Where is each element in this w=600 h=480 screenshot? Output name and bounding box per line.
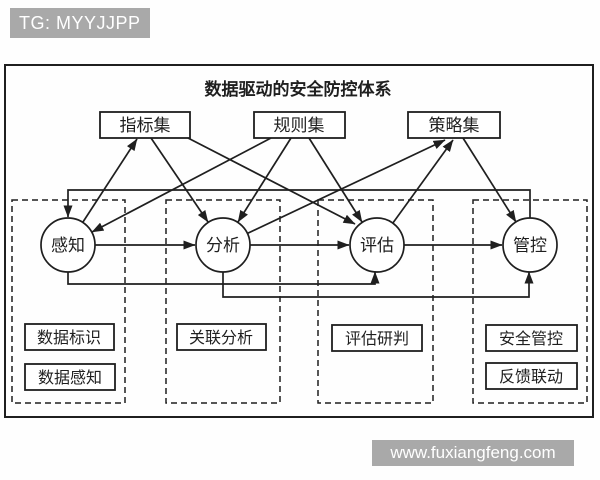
data-perception-label: 数据感知 <box>38 369 102 387</box>
evaluation-judgment-label: 评估研判 <box>345 330 409 348</box>
data-identification-box <box>24 323 115 351</box>
edge-perception-to-evaluation-bypass <box>67 271 380 285</box>
correlation-analysis-box <box>176 323 267 351</box>
data-perception-box <box>24 363 116 391</box>
stage-circle-control <box>502 217 558 273</box>
stage-label-control: 管控 <box>513 236 547 255</box>
rule-set-box <box>253 111 346 139</box>
indicator-set-box <box>99 111 191 139</box>
edge-rule-set-to-analysis <box>237 137 292 223</box>
stage-circle-analysis <box>195 217 251 273</box>
edge-indicator-set-to-evaluation <box>187 137 356 225</box>
stage-label-evaluation: 评估 <box>360 236 394 255</box>
website-watermark: www.fuxiangfeng.com <box>372 440 574 466</box>
edge-rule-set-to-evaluation <box>308 137 363 223</box>
diagram-border <box>4 64 594 418</box>
security-control-label: 安全管控 <box>499 330 563 348</box>
strategy-set-label: 策略集 <box>429 116 480 135</box>
feedback-linkage-box <box>485 362 578 390</box>
stage-label-perception: 感知 <box>51 236 85 255</box>
edge-indicator-set-to-analysis <box>150 137 209 223</box>
edge-analysis-to-strategy-set <box>222 139 446 246</box>
correlation-analysis-label: 关联分析 <box>189 329 253 347</box>
group-box-analysis <box>165 199 281 404</box>
indicator-set-label: 指标集 <box>120 116 171 135</box>
stage-label-analysis: 分析 <box>206 236 240 255</box>
feedback-linkage-label: 反馈联动 <box>499 368 563 386</box>
stage-circle-evaluation <box>349 217 405 273</box>
group-box-evaluation <box>317 199 434 404</box>
group-box-control <box>472 199 588 404</box>
telegram-watermark: TG: MYYJJPP <box>10 8 150 38</box>
rule-set-label: 规则集 <box>274 116 325 135</box>
stage-circle-perception <box>40 217 96 273</box>
edge-analysis-to-control-bypass <box>222 271 534 298</box>
strategy-set-box <box>407 111 501 139</box>
edge-strategy-set-to-control <box>462 137 517 223</box>
group-box-perception <box>11 199 126 404</box>
security-control-box <box>485 324 578 352</box>
diagram-title: 数据驱动的安全防控体系 <box>205 79 392 99</box>
data-identification-label: 数据标识 <box>37 329 101 347</box>
evaluation-judgment-box <box>331 324 423 352</box>
edge-rule-set-to-perception <box>91 137 272 233</box>
edge-control-to-perception-feedback <box>63 189 531 218</box>
